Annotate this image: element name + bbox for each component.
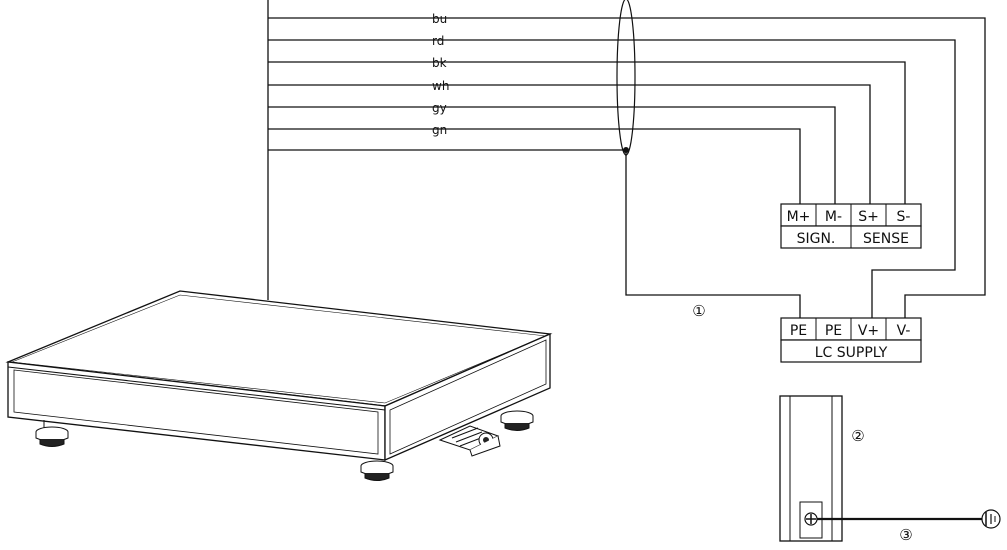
wire-label-gn: gn	[432, 123, 447, 137]
wire-label-bu: bu	[432, 12, 447, 26]
marker-1: ①	[692, 302, 705, 320]
shield-junction-dot	[623, 147, 629, 153]
supply-group-row	[780, 339, 922, 363]
wire-label-gy: gy	[432, 101, 447, 115]
wire-gn	[268, 128, 801, 204]
wire-label-wh: wh	[432, 79, 449, 93]
terminal-housing	[779, 395, 843, 542]
cable-bundle: bu rd bk wh gy gn	[267, 0, 986, 318]
group-label-lc-supply: LC SUPPLY	[815, 345, 888, 361]
terminal-s-minus: S-	[897, 209, 911, 225]
scale-foot	[35, 420, 69, 447]
terminal-s-plus: S+	[858, 209, 879, 225]
terminal-m-plus: M+	[787, 209, 811, 225]
lc-supply-terminal-block: PE PE V+ V- LC SUPPLY	[780, 317, 922, 363]
terminal-v-minus: V-	[897, 323, 911, 339]
scale-cable-connector	[438, 425, 501, 457]
wire-rd	[268, 39, 956, 318]
terminal-m-minus: M-	[825, 209, 842, 225]
scale-side-face	[384, 333, 551, 461]
wire-bu	[268, 17, 986, 318]
wire-bk	[268, 61, 906, 204]
marker-3: ③	[899, 526, 912, 544]
terminal-v-plus: V+	[858, 323, 879, 339]
marker-2: ②	[851, 427, 864, 445]
wire-label-rd: rd	[432, 34, 444, 48]
terminal-pe-2: PE	[825, 323, 842, 339]
ground-symbol-icon	[981, 509, 1001, 529]
scale-foot	[360, 460, 394, 481]
scale-foot	[500, 410, 534, 431]
wire-wh	[268, 84, 871, 204]
group-label-sense: SENSE	[863, 231, 909, 247]
wire-gy	[268, 106, 836, 204]
wire-shield	[268, 149, 801, 318]
terminal-pe-1: PE	[790, 323, 807, 339]
wire-label-bk: bk	[432, 56, 447, 70]
cable-shield-ring	[616, 0, 636, 156]
signal-sense-terminal-block: M+ M- S+ S- SIGN. SENSE	[780, 203, 922, 249]
platform-scale	[5, 290, 553, 481]
group-label-sign: SIGN.	[797, 231, 836, 247]
